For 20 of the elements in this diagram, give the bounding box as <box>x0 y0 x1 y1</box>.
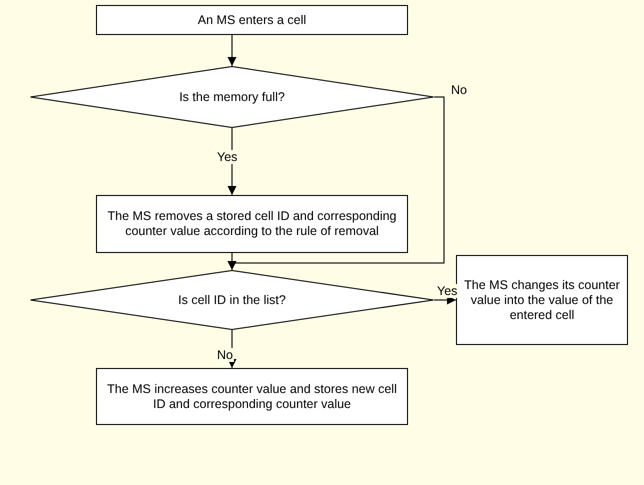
process-box <box>456 255 628 345</box>
step-text: The MS removes a stored cell ID and corresponding counter value according to the rule of removal <box>106 209 398 239</box>
arrow <box>228 34 236 66</box>
arrow <box>228 252 236 270</box>
process-box <box>96 5 408 35</box>
step-text: The MS changes its counter value into the value of the entered cell <box>463 278 621 322</box>
process-box <box>96 195 408 253</box>
step-text: The MS increases counter value and stores new cell ID and corresponding counter value <box>106 382 398 412</box>
edge-label: No <box>450 83 468 97</box>
decision-text: Is the memory full? <box>179 90 285 104</box>
decision-text: Is cell ID in the list? <box>178 292 286 308</box>
process-box <box>96 368 408 425</box>
edge-label: Yes <box>216 150 238 164</box>
decision-diamond <box>30 270 434 330</box>
arrow <box>434 296 456 304</box>
decision-diamond <box>30 66 434 128</box>
edge-label: Yes <box>436 284 458 298</box>
edge-label: No <box>216 348 234 362</box>
arrow <box>228 128 236 196</box>
step-text: An MS enters a cell <box>198 12 306 28</box>
